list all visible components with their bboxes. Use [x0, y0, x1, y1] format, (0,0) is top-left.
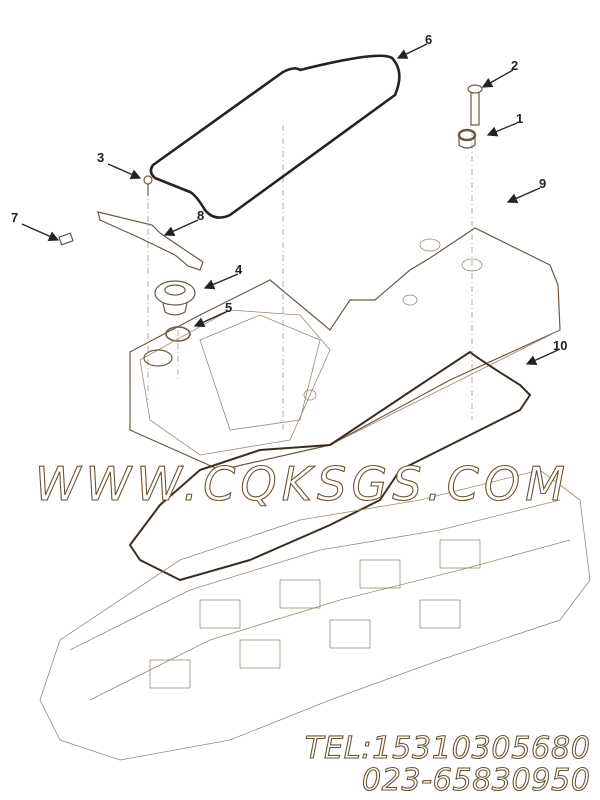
screw-part-3 [143, 175, 153, 196]
bolt-part-2 [467, 84, 483, 126]
callout-8: 8 [197, 208, 204, 223]
callout-7: 7 [11, 210, 18, 225]
clip-part-7 [58, 232, 74, 246]
valve-cover-gasket-part-10 [129, 351, 531, 581]
bracket-part-8 [97, 211, 204, 271]
callout-2: 2 [511, 58, 518, 73]
cylinder-head [39, 469, 591, 761]
leader-lines [21, 43, 559, 365]
watermark-tel: TEL:15310305680 [305, 731, 590, 766]
callout-9: 9 [539, 176, 546, 191]
valve-cover-seal-part-6 [149, 54, 401, 219]
callout-5: 5 [225, 300, 232, 315]
callout-3: 3 [97, 150, 104, 165]
valve-cover-part-9 [129, 227, 561, 471]
watermark-phone: 023-65830950 [362, 763, 590, 798]
center-lines [147, 125, 473, 430]
callout-4: 4 [235, 262, 243, 277]
isolator-part-1 [457, 128, 477, 149]
callout-6: 6 [425, 32, 432, 47]
watermark-website: WWW.CQKSGS.COM [35, 457, 565, 511]
oil-fill-cap-part-4 [154, 280, 196, 316]
callout-10: 10 [553, 338, 567, 353]
callout-1: 1 [516, 111, 523, 126]
